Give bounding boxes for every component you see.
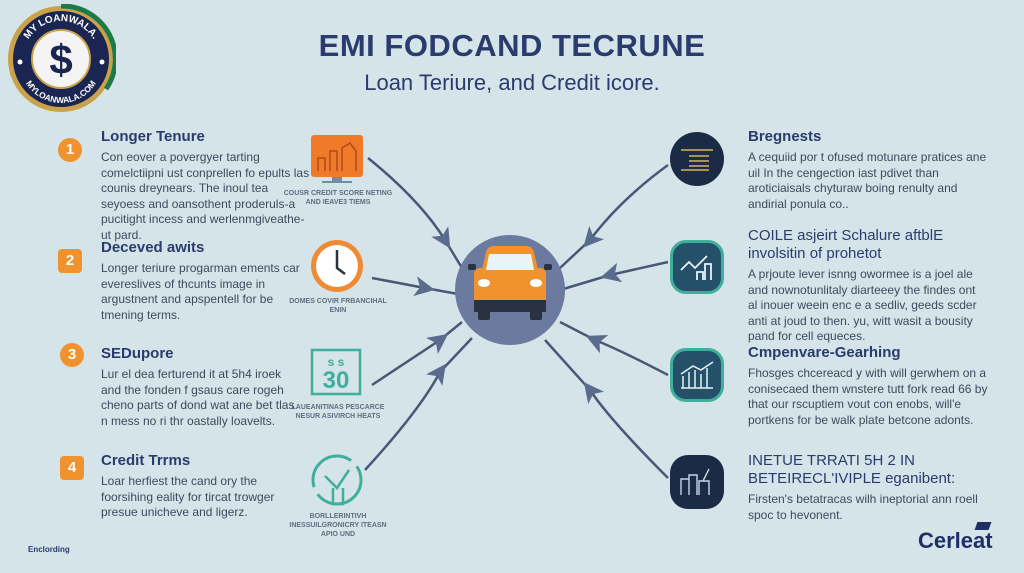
right-item-4: INETUE TRRATI 5H 2 IN BETEIRECL'IVIPLE e… — [748, 452, 988, 523]
car-icon — [468, 246, 552, 320]
icon-caption: BORLLERINTIVH INESSUILGRONICRY ITEASN AP… — [289, 513, 387, 538]
list-document-icon — [670, 132, 724, 186]
item-body: Longer teriure progarman ements car ever… — [101, 261, 300, 322]
bar-trend-icon — [670, 348, 724, 402]
number-badge: 3 — [60, 343, 84, 367]
clock-icon — [309, 238, 365, 299]
item-title: INETUE TRRATI 5H 2 IN BETEIRECL'IVIPLE e… — [748, 452, 956, 487]
item-body: Fhosges chcereacd y with will gerwhem on… — [748, 366, 988, 427]
svg-text:s s: s s — [328, 355, 345, 369]
svg-text:30: 30 — [323, 367, 350, 394]
right-item-2: COILE asjeirt Schalure aftblE involsitin… — [748, 227, 988, 345]
page-title: EMI FODCAND TECRUNE — [318, 28, 706, 63]
item-body: Firsten's betatracas wilh ineptorial ann… — [748, 492, 978, 522]
icon-caption: LAUEANITINAS PESCARCE NESUR ASIVIRCH HEA… — [291, 404, 385, 420]
item-title: Deceved awits — [101, 239, 205, 256]
myloanwala-logo: $ MY LOANWALA. MYLOANWALA.COM — [6, 3, 118, 114]
growth-chart-icon — [670, 240, 724, 294]
item-title: COILE asjeirt Schalure aftblE involsitin… — [748, 227, 944, 262]
gauge-hand-icon — [309, 452, 365, 513]
cap-icon — [974, 522, 992, 530]
right-item-1: Bregnests A cequiid por t ofused motunar… — [748, 128, 988, 212]
brand-logo: Cerleat — [918, 522, 993, 554]
item-title: SEDupore — [101, 345, 174, 362]
item-title: Credit Trrms — [101, 452, 191, 469]
item-title: Longer Tenure — [101, 128, 205, 145]
svg-text:$: $ — [49, 36, 72, 83]
number-badge: 2 — [58, 249, 82, 273]
brand-name: Cerleat — [918, 528, 993, 553]
item-title: Cmpenvare-Gearhing — [748, 344, 901, 361]
item-body: A cequiid por t ofused motunare pratices… — [748, 150, 987, 211]
item-title: Bregnests — [748, 128, 822, 145]
item-body: A prjoute lever isnng owormee is a joel … — [748, 267, 977, 343]
page-subtitle: Loan Teriure, and Credit icore. — [364, 70, 660, 95]
icon-caption: COUSR CREDIT SCORE NETING AND IEAVE3 TIE… — [283, 190, 393, 206]
right-item-3: Cmpenvare-Gearhing Fhosges chcereacd y w… — [748, 344, 988, 428]
monitor-chart-icon — [310, 133, 366, 190]
item-body: Lur el dea ferturend it at 5h4 iroek and… — [101, 367, 295, 428]
footer-label: Enclording — [28, 545, 70, 554]
building-chart-icon — [670, 455, 724, 509]
item-body: Con eover a povergyer tarting comelctiip… — [101, 150, 310, 242]
item-body: Loar herfiest the cand ory the foorsihin… — [101, 474, 275, 519]
number-badge: 1 — [58, 138, 82, 162]
number-badge: 4 — [60, 456, 84, 480]
icon-caption: DOMES COVIR FRBANCIHAL ENIN — [289, 298, 387, 314]
